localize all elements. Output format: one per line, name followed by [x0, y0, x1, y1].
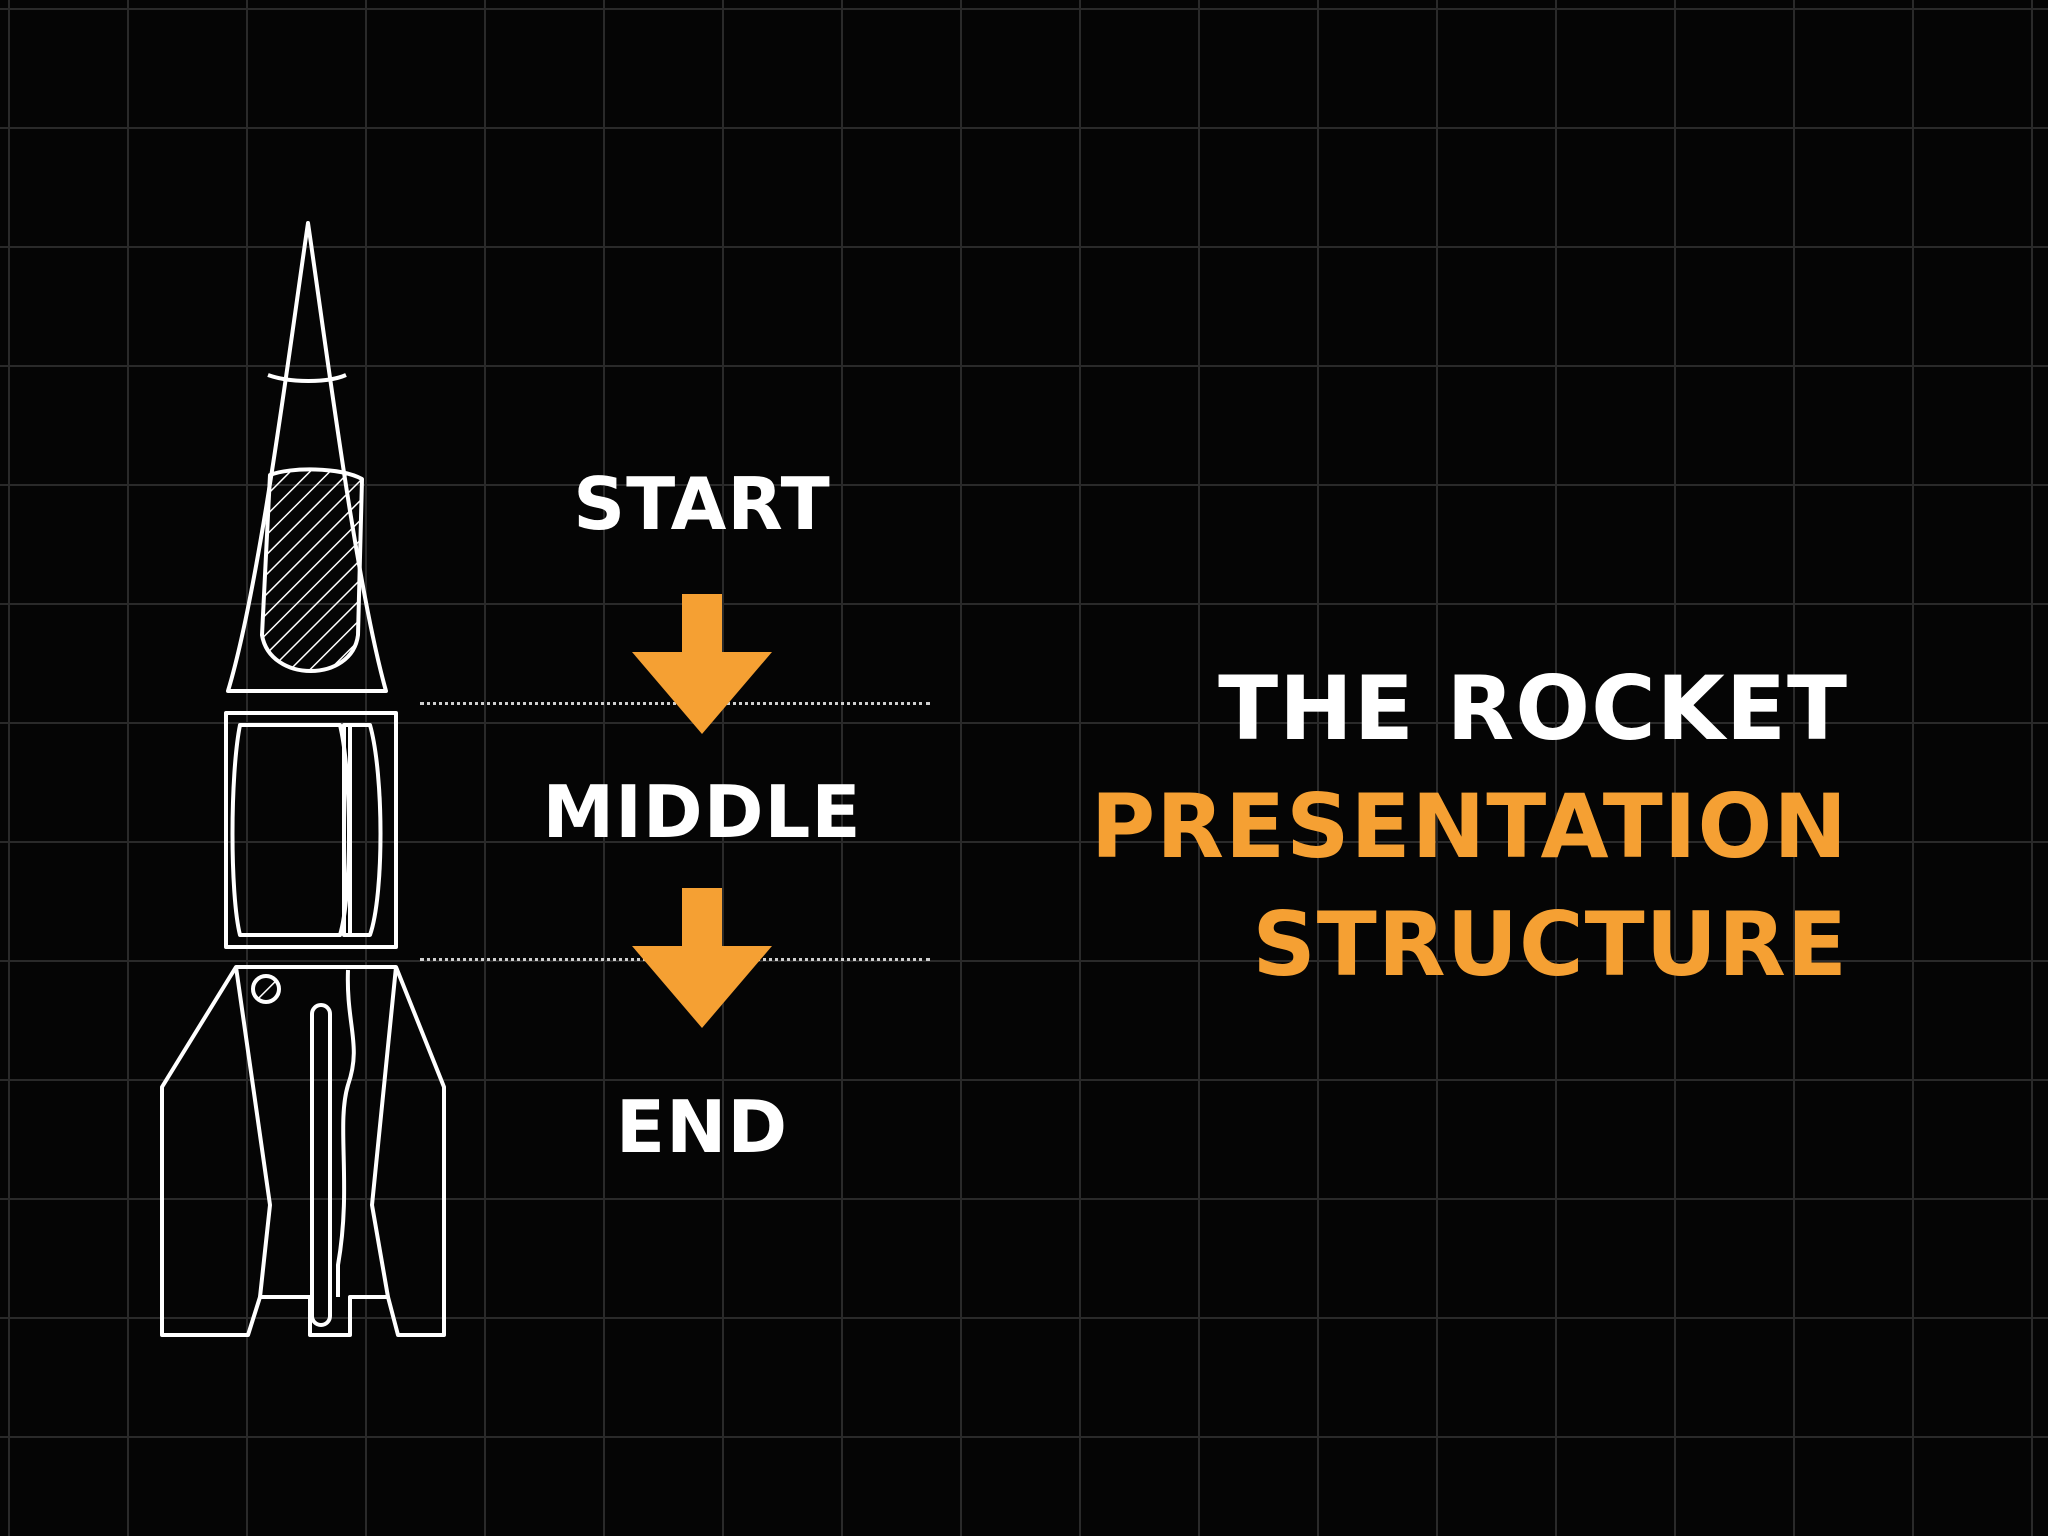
- rocket-tail: [160, 965, 446, 1337]
- rocket-nose-cone: [226, 221, 388, 693]
- rocket-body-window: [230, 723, 351, 937]
- down-arrow-icon: [632, 888, 772, 1028]
- rocket-nose-window: [260, 467, 364, 673]
- rocket-porthole: [251, 974, 281, 1004]
- title-line-2: PRESENTATION: [1090, 775, 1848, 878]
- stage-label-middle: MIDDLE: [542, 770, 862, 854]
- rocket-body-frame: [224, 711, 398, 949]
- stage-label-start: START: [573, 462, 831, 546]
- rocket-tail-seam: [336, 969, 356, 1297]
- title-line-3: STRUCTURE: [1252, 893, 1848, 996]
- stage-label-end: END: [615, 1085, 789, 1169]
- rocket-tail-fin-line: [234, 966, 272, 1298]
- title-line-1: THE ROCKET: [1218, 657, 1848, 760]
- rocket-exhaust: [310, 1003, 332, 1327]
- start-middle-divider: [420, 702, 930, 705]
- rocket-tail-fin-line-right: [370, 966, 398, 1298]
- rocket-body-door: [342, 723, 383, 937]
- rocket-illustration: [160, 221, 446, 1337]
- down-arrow-icon: [632, 594, 772, 734]
- rocket-nose-band: [267, 373, 347, 383]
- slide-title: THE ROCKET PRESENTATION STRUCTURE: [1091, 650, 1848, 1004]
